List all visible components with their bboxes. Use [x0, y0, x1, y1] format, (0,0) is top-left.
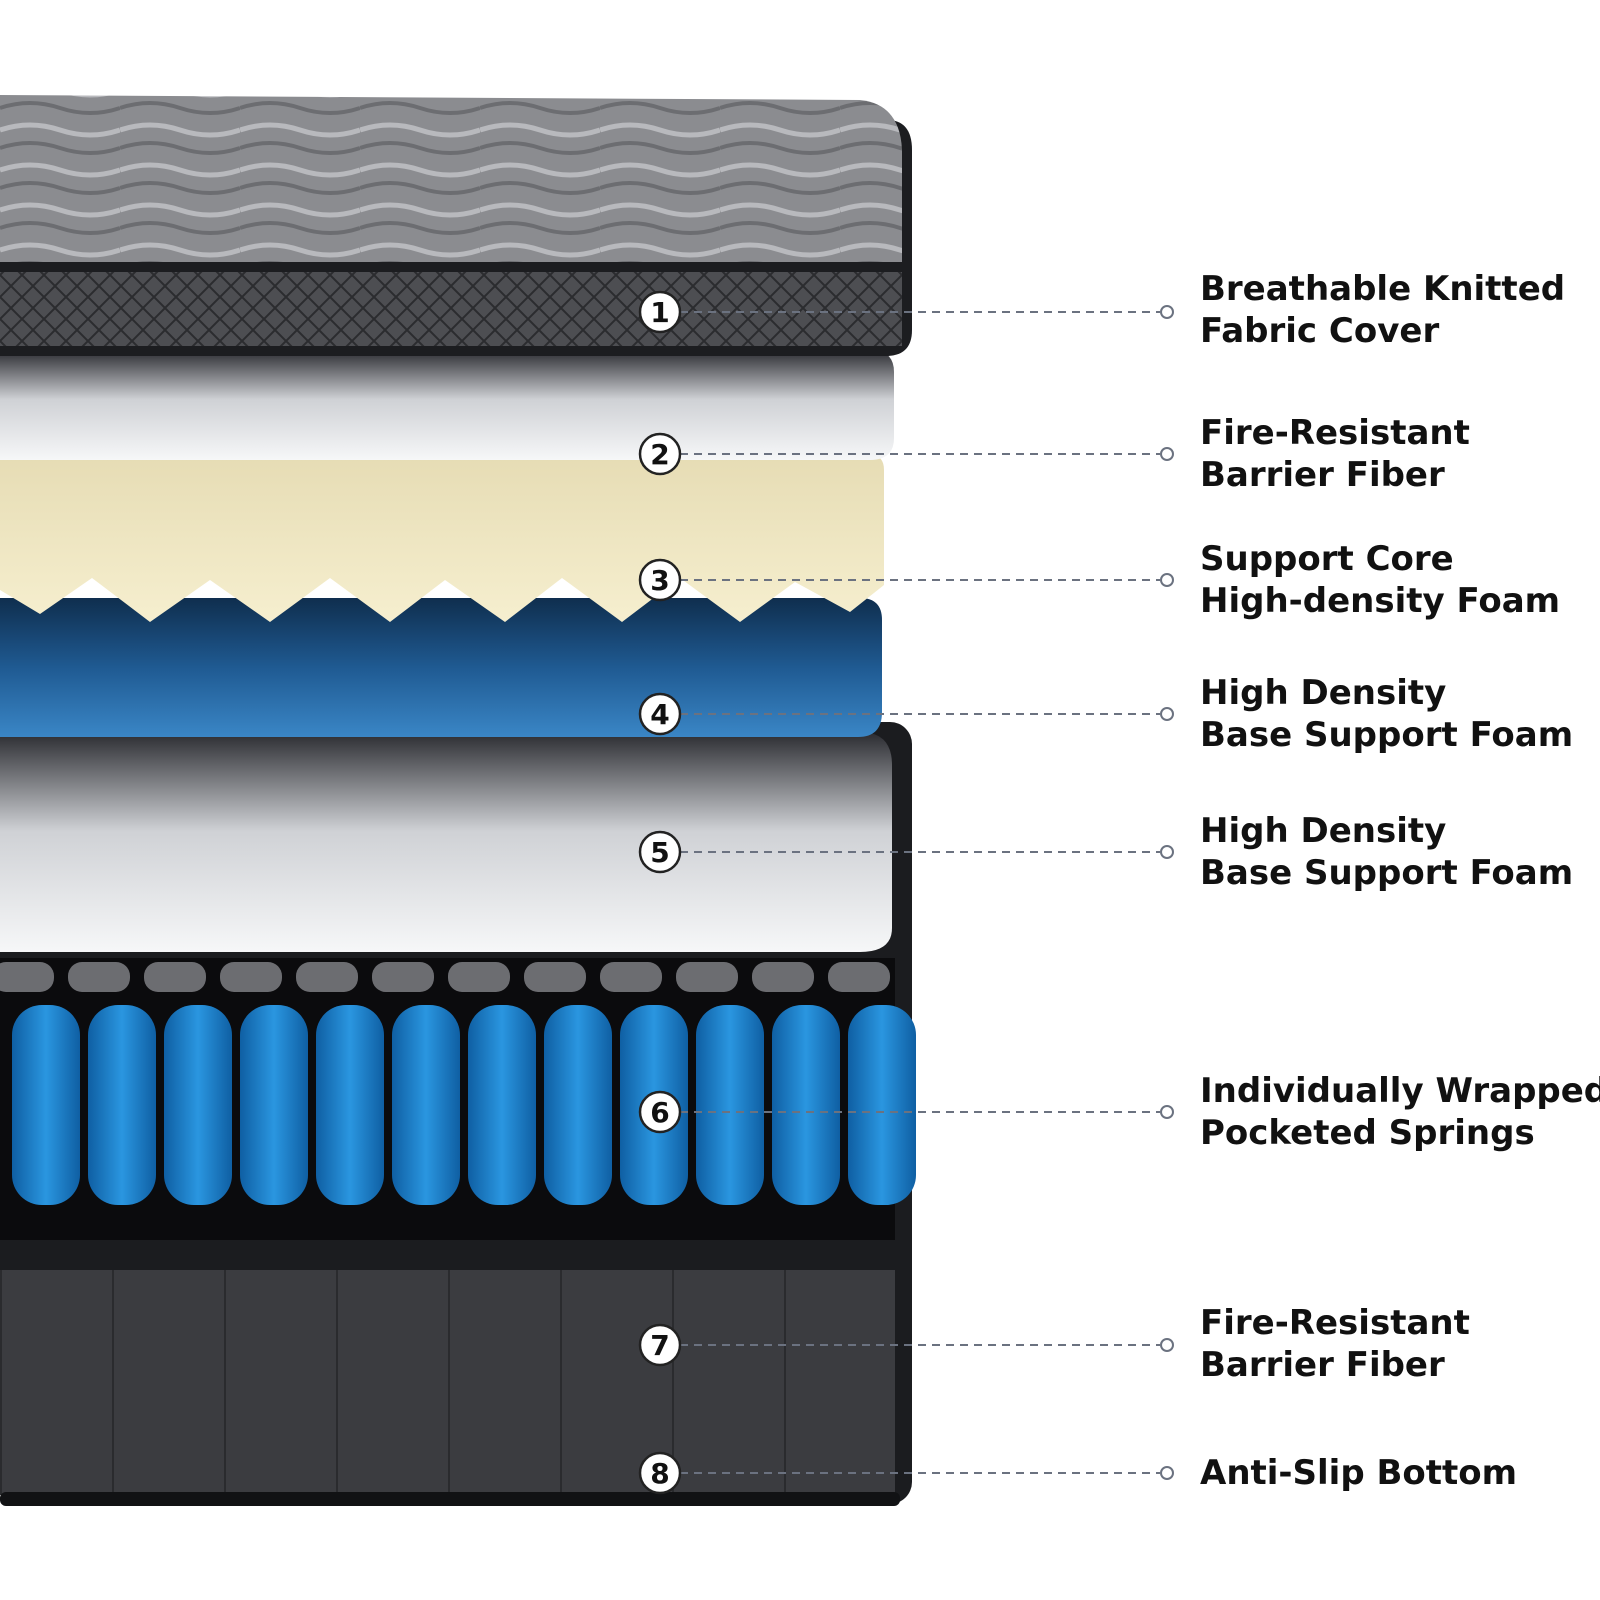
spring-cap — [448, 962, 510, 992]
spring-coil — [468, 1005, 536, 1205]
spring-cap — [752, 962, 814, 992]
spring-cap — [220, 962, 282, 992]
spring-coil — [392, 1005, 460, 1205]
layer-label-line-1: Fire-Resistant — [1200, 1302, 1590, 1344]
layer-label-line-1: Fire-Resistant — [1200, 412, 1590, 454]
anti-slip-strip — [0, 1492, 900, 1506]
layer-label-line-2: Pocketed Springs — [1200, 1112, 1590, 1154]
spring-cap — [372, 962, 434, 992]
foam-layer-3 — [0, 455, 884, 622]
knit-cover-top — [0, 95, 902, 262]
spring-cap — [676, 962, 738, 992]
spring-coil — [316, 1005, 384, 1205]
layer-number: 4 — [650, 698, 669, 731]
layer-number: 1 — [650, 296, 669, 329]
layer-label-line-1: High Density — [1200, 810, 1590, 852]
spring-cap — [828, 962, 890, 992]
spring-coil — [88, 1005, 156, 1205]
layer-label-line-2: Base Support Foam — [1200, 852, 1590, 894]
layer-number: 8 — [650, 1457, 669, 1490]
layer-number: 3 — [650, 564, 669, 597]
spring-coil — [696, 1005, 764, 1205]
layer-label: Anti-Slip Bottom — [1200, 1452, 1590, 1494]
foam-layer-5 — [0, 732, 892, 952]
leader-endpoint — [1161, 1106, 1173, 1118]
layer-label-line-1: Individually Wrapped — [1200, 1070, 1590, 1112]
spring-cap — [600, 962, 662, 992]
leader-endpoint — [1161, 574, 1173, 586]
layer-number: 5 — [650, 836, 669, 869]
layer-label-line-1: Support Core — [1200, 538, 1590, 580]
leader-endpoint — [1161, 1467, 1173, 1479]
layer-label-line-2: Barrier Fiber — [1200, 1344, 1590, 1386]
spring-cap — [0, 962, 54, 992]
layer-label-line-1: Breathable Knitted — [1200, 268, 1590, 310]
base-fabric-side — [0, 1270, 895, 1495]
fiber-layer-2 — [0, 350, 894, 460]
layer-label-line-2: High-density Foam — [1200, 580, 1590, 622]
foam-layer-4 — [0, 598, 882, 737]
spring-coil — [240, 1005, 308, 1205]
layer-label-line-2: Fabric Cover — [1200, 310, 1590, 352]
layer-number: 2 — [650, 438, 669, 471]
leader-endpoint — [1161, 846, 1173, 858]
spring-coil — [12, 1005, 80, 1205]
leader-endpoint — [1161, 708, 1173, 720]
layer-number: 7 — [650, 1329, 669, 1362]
quilted-border — [0, 272, 902, 346]
layer-number: 6 — [650, 1096, 669, 1129]
spring-coil — [848, 1005, 916, 1205]
spring-coil — [772, 1005, 840, 1205]
leader-endpoint — [1161, 306, 1173, 318]
spring-coil — [164, 1005, 232, 1205]
spring-cap — [524, 962, 586, 992]
layer-label-line-2: Base Support Foam — [1200, 714, 1590, 756]
leader-endpoint — [1161, 448, 1173, 460]
layer-label-line-1: Anti-Slip Bottom — [1200, 1452, 1590, 1494]
spring-cap — [68, 962, 130, 992]
spring-cap — [144, 962, 206, 992]
spring-cap — [296, 962, 358, 992]
spring-coil — [544, 1005, 612, 1205]
layer-label-line-2: Barrier Fiber — [1200, 454, 1590, 496]
leader-endpoint — [1161, 1339, 1173, 1351]
layer-label-line-1: High Density — [1200, 672, 1590, 714]
